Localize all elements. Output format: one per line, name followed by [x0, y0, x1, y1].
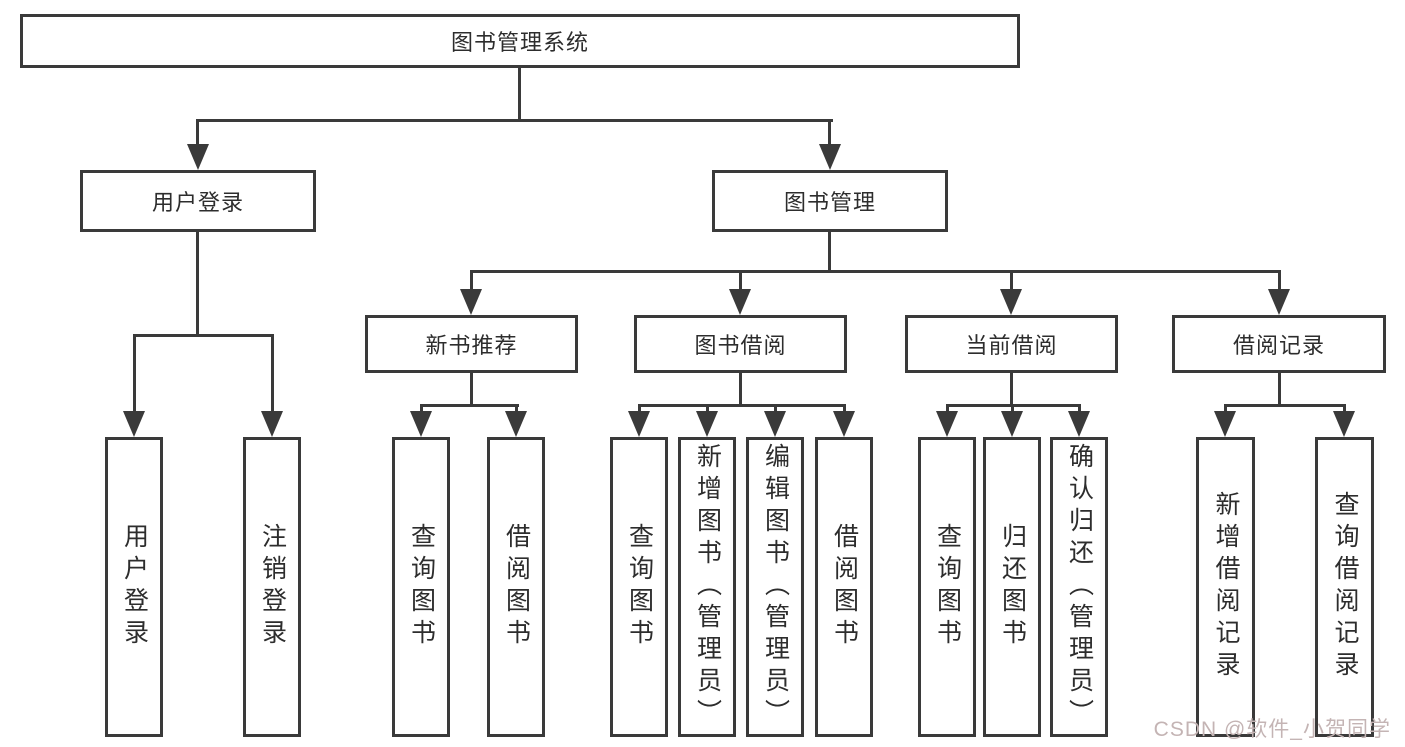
connector-line [1078, 404, 1081, 414]
leaf-return-books-label: 归还图书 [998, 523, 1027, 651]
connector-line [1278, 270, 1281, 292]
leaf-add-books-admin: 新增图书（管理员） [678, 437, 736, 737]
connector-line [828, 231, 831, 273]
connector-line [271, 334, 274, 414]
arrow-down-icon [123, 411, 145, 437]
leaf-user-login: 用户登录 [105, 437, 163, 737]
leaf-return-books: 归还图书 [983, 437, 1041, 737]
arrow-down-icon [833, 411, 855, 437]
arrow-down-icon [187, 144, 209, 170]
leaf-query-borrow-record: 查询借阅记录 [1315, 437, 1374, 737]
node-user-login: 用户登录 [80, 170, 316, 232]
leaf-logout-label: 注销登录 [258, 523, 287, 651]
leaf-add-borrow-record: 新增借阅记录 [1196, 437, 1255, 737]
connector-line [638, 404, 846, 407]
arrow-down-icon [1333, 411, 1355, 437]
arrow-down-icon [628, 411, 650, 437]
leaf-borrow-books-recommend-label: 借阅图书 [502, 523, 531, 651]
leaf-borrow-books-label: 借阅图书 [830, 523, 859, 651]
connector-line [843, 404, 846, 414]
arrow-down-icon [764, 411, 786, 437]
connector-line [706, 404, 709, 414]
node-current-borrowing-label: 当前借阅 [965, 333, 1058, 358]
leaf-query-books-recommend: 查询图书 [392, 437, 450, 737]
arrow-down-icon [1000, 289, 1022, 315]
connector-line [1011, 404, 1014, 414]
connector-line [1278, 372, 1281, 407]
leaf-confirm-return-admin: 确认归还（管理员） [1050, 437, 1108, 737]
node-root-label: 图书管理系统 [450, 30, 589, 55]
node-root: 图书管理系统 [20, 14, 1020, 68]
connector-line [196, 119, 199, 147]
connector-line [133, 334, 274, 337]
arrow-down-icon [696, 411, 718, 437]
node-book-management: 图书管理 [712, 170, 948, 232]
connector-line [196, 119, 833, 122]
connector-line [638, 404, 641, 414]
leaf-borrow-books-recommend: 借阅图书 [487, 437, 545, 737]
connector-line [470, 270, 1281, 273]
arrow-down-icon [410, 411, 432, 437]
node-new-book-recommend: 新书推荐 [365, 315, 578, 373]
leaf-user-login-label: 用户登录 [120, 523, 149, 651]
leaf-query-books-borrowing: 查询图书 [610, 437, 668, 737]
leaf-logout: 注销登录 [243, 437, 301, 737]
leaf-add-books-admin-label: 新增图书（管理员） [693, 443, 722, 731]
connector-line [774, 404, 777, 414]
node-book-borrowing: 图书借阅 [634, 315, 847, 373]
connector-line [1343, 404, 1346, 414]
node-borrowing-records-label: 借阅记录 [1232, 333, 1325, 358]
arrow-down-icon [505, 411, 527, 437]
node-user-login-label: 用户登录 [151, 190, 244, 215]
leaf-query-borrow-record-label: 查询借阅记录 [1331, 491, 1359, 683]
leaf-query-books-current: 查询图书 [918, 437, 976, 737]
connector-line [196, 231, 199, 337]
node-borrowing-records: 借阅记录 [1172, 315, 1386, 373]
leaf-confirm-return-admin-label: 确认归还（管理员） [1065, 443, 1094, 731]
node-current-borrowing: 当前借阅 [905, 315, 1118, 373]
connector-line [518, 67, 521, 122]
leaf-query-books-recommend-label: 查询图书 [407, 523, 436, 651]
arrow-down-icon [936, 411, 958, 437]
arrow-down-icon [1268, 289, 1290, 315]
node-book-management-label: 图书管理 [783, 190, 876, 215]
arrow-down-icon [460, 289, 482, 315]
connector-line [420, 404, 423, 414]
connector-line [1224, 404, 1346, 407]
leaf-add-borrow-record-label: 新增借阅记录 [1212, 491, 1240, 683]
node-new-book-recommend-label: 新书推荐 [425, 333, 518, 358]
connector-line [470, 270, 473, 292]
connector-line [1224, 404, 1227, 414]
connector-line [828, 119, 831, 147]
leaf-edit-books-admin: 编辑图书（管理员） [746, 437, 804, 737]
leaf-borrow-books: 借阅图书 [815, 437, 873, 737]
arrow-down-icon [729, 289, 751, 315]
connector-line [420, 404, 519, 407]
connector-line [739, 270, 742, 292]
connector-line [515, 404, 518, 414]
arrow-down-icon [819, 144, 841, 170]
connector-line [946, 404, 949, 414]
connector-line [1010, 270, 1013, 292]
arrow-down-icon [261, 411, 283, 437]
connector-line [739, 372, 742, 407]
arrow-down-icon [1068, 411, 1090, 437]
connector-line [1010, 372, 1013, 407]
node-book-borrowing-label: 图书借阅 [694, 333, 787, 358]
connector-line [133, 334, 136, 414]
arrow-down-icon [1214, 411, 1236, 437]
csdn-watermark: CSDN @软件_小贺同学 [1153, 718, 1391, 741]
connector-line [470, 372, 473, 407]
leaf-edit-books-admin-label: 编辑图书（管理员） [761, 443, 790, 731]
arrow-down-icon [1001, 411, 1023, 437]
leaf-query-books-borrowing-label: 查询图书 [625, 523, 654, 651]
leaf-query-books-current-label: 查询图书 [933, 523, 962, 651]
